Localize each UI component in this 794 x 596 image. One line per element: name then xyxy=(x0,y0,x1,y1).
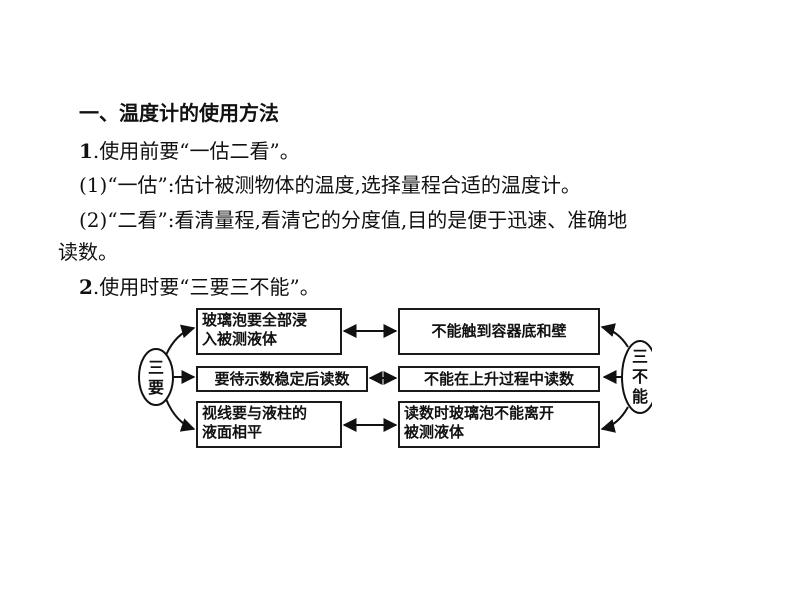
box-line: 读数时玻璃泡不能离开 xyxy=(404,404,555,422)
right-box-2: 不能在上升过程中读数 xyxy=(398,366,600,392)
left-box-1: 玻璃泡要全部浸 入被测液体 xyxy=(196,308,342,355)
sub-item-2-line-2: 读数。 xyxy=(58,240,118,264)
item-1-number: 1 xyxy=(79,139,93,163)
left-oval-text: 三 要 xyxy=(147,358,165,398)
right-arrow-bottom xyxy=(600,406,629,433)
left-oval xyxy=(138,348,174,406)
box-line: 液面相平 xyxy=(202,423,263,441)
left-arrow-top xyxy=(165,324,196,356)
right-arrow-top xyxy=(600,323,629,348)
left-oval-char: 三 xyxy=(147,358,164,377)
three-musts-three-cannots-diagram: 三 要 三 不 能 玻璃泡要全部浸 入被测液体 要待示数稳定后读数 视线要与液柱… xyxy=(134,303,652,454)
left-oval-char: 要 xyxy=(147,378,164,397)
right-box-1: 不能触到容器底和壁 xyxy=(398,308,600,355)
right-oval-char: 能 xyxy=(631,387,648,406)
diagram-arrows xyxy=(138,323,652,433)
item-2-number: 2 xyxy=(79,275,93,299)
box-line: 被测液体 xyxy=(404,423,465,441)
item-2: 2.使用时要“三要三不能”。 xyxy=(79,274,320,300)
left-arrow-bottom xyxy=(165,398,196,432)
box-line: 不能在上升过程中读数 xyxy=(423,369,574,388)
right-oval-char: 三 xyxy=(631,347,648,366)
box-line: 玻璃泡要全部浸 xyxy=(202,311,308,329)
left-box-2: 要待示数稳定后读数 xyxy=(196,366,368,392)
right-box-3: 读数时玻璃泡不能离开 被测液体 xyxy=(398,401,600,448)
item-1: 1.使用前要“一估二看”。 xyxy=(79,138,300,164)
box-line: 入被测液体 xyxy=(202,330,278,348)
item-1-text: .使用前要“一估二看”。 xyxy=(92,139,300,163)
item-2-text: .使用时要“三要三不能”。 xyxy=(92,275,320,299)
box-line: 不能触到容器底和壁 xyxy=(431,322,567,340)
left-box-3: 视线要与液柱的 液面相平 xyxy=(196,401,342,448)
sub-item-2-line-1: (2)“二看”:看清量程,看清它的分度值,目的是便于迅速、准确地 xyxy=(79,208,628,232)
section-heading: 一、温度计的使用方法 xyxy=(79,101,279,125)
right-oval-char: 不 xyxy=(631,367,648,386)
sub-item-1: (1)“一估”:估计被测物体的温度,选择量程合适的温度计。 xyxy=(79,173,581,197)
right-oval-text: 三 不 能 xyxy=(631,347,649,407)
box-line: 视线要与液柱的 xyxy=(202,404,308,422)
box-line: 要待示数稳定后读数 xyxy=(214,369,350,388)
